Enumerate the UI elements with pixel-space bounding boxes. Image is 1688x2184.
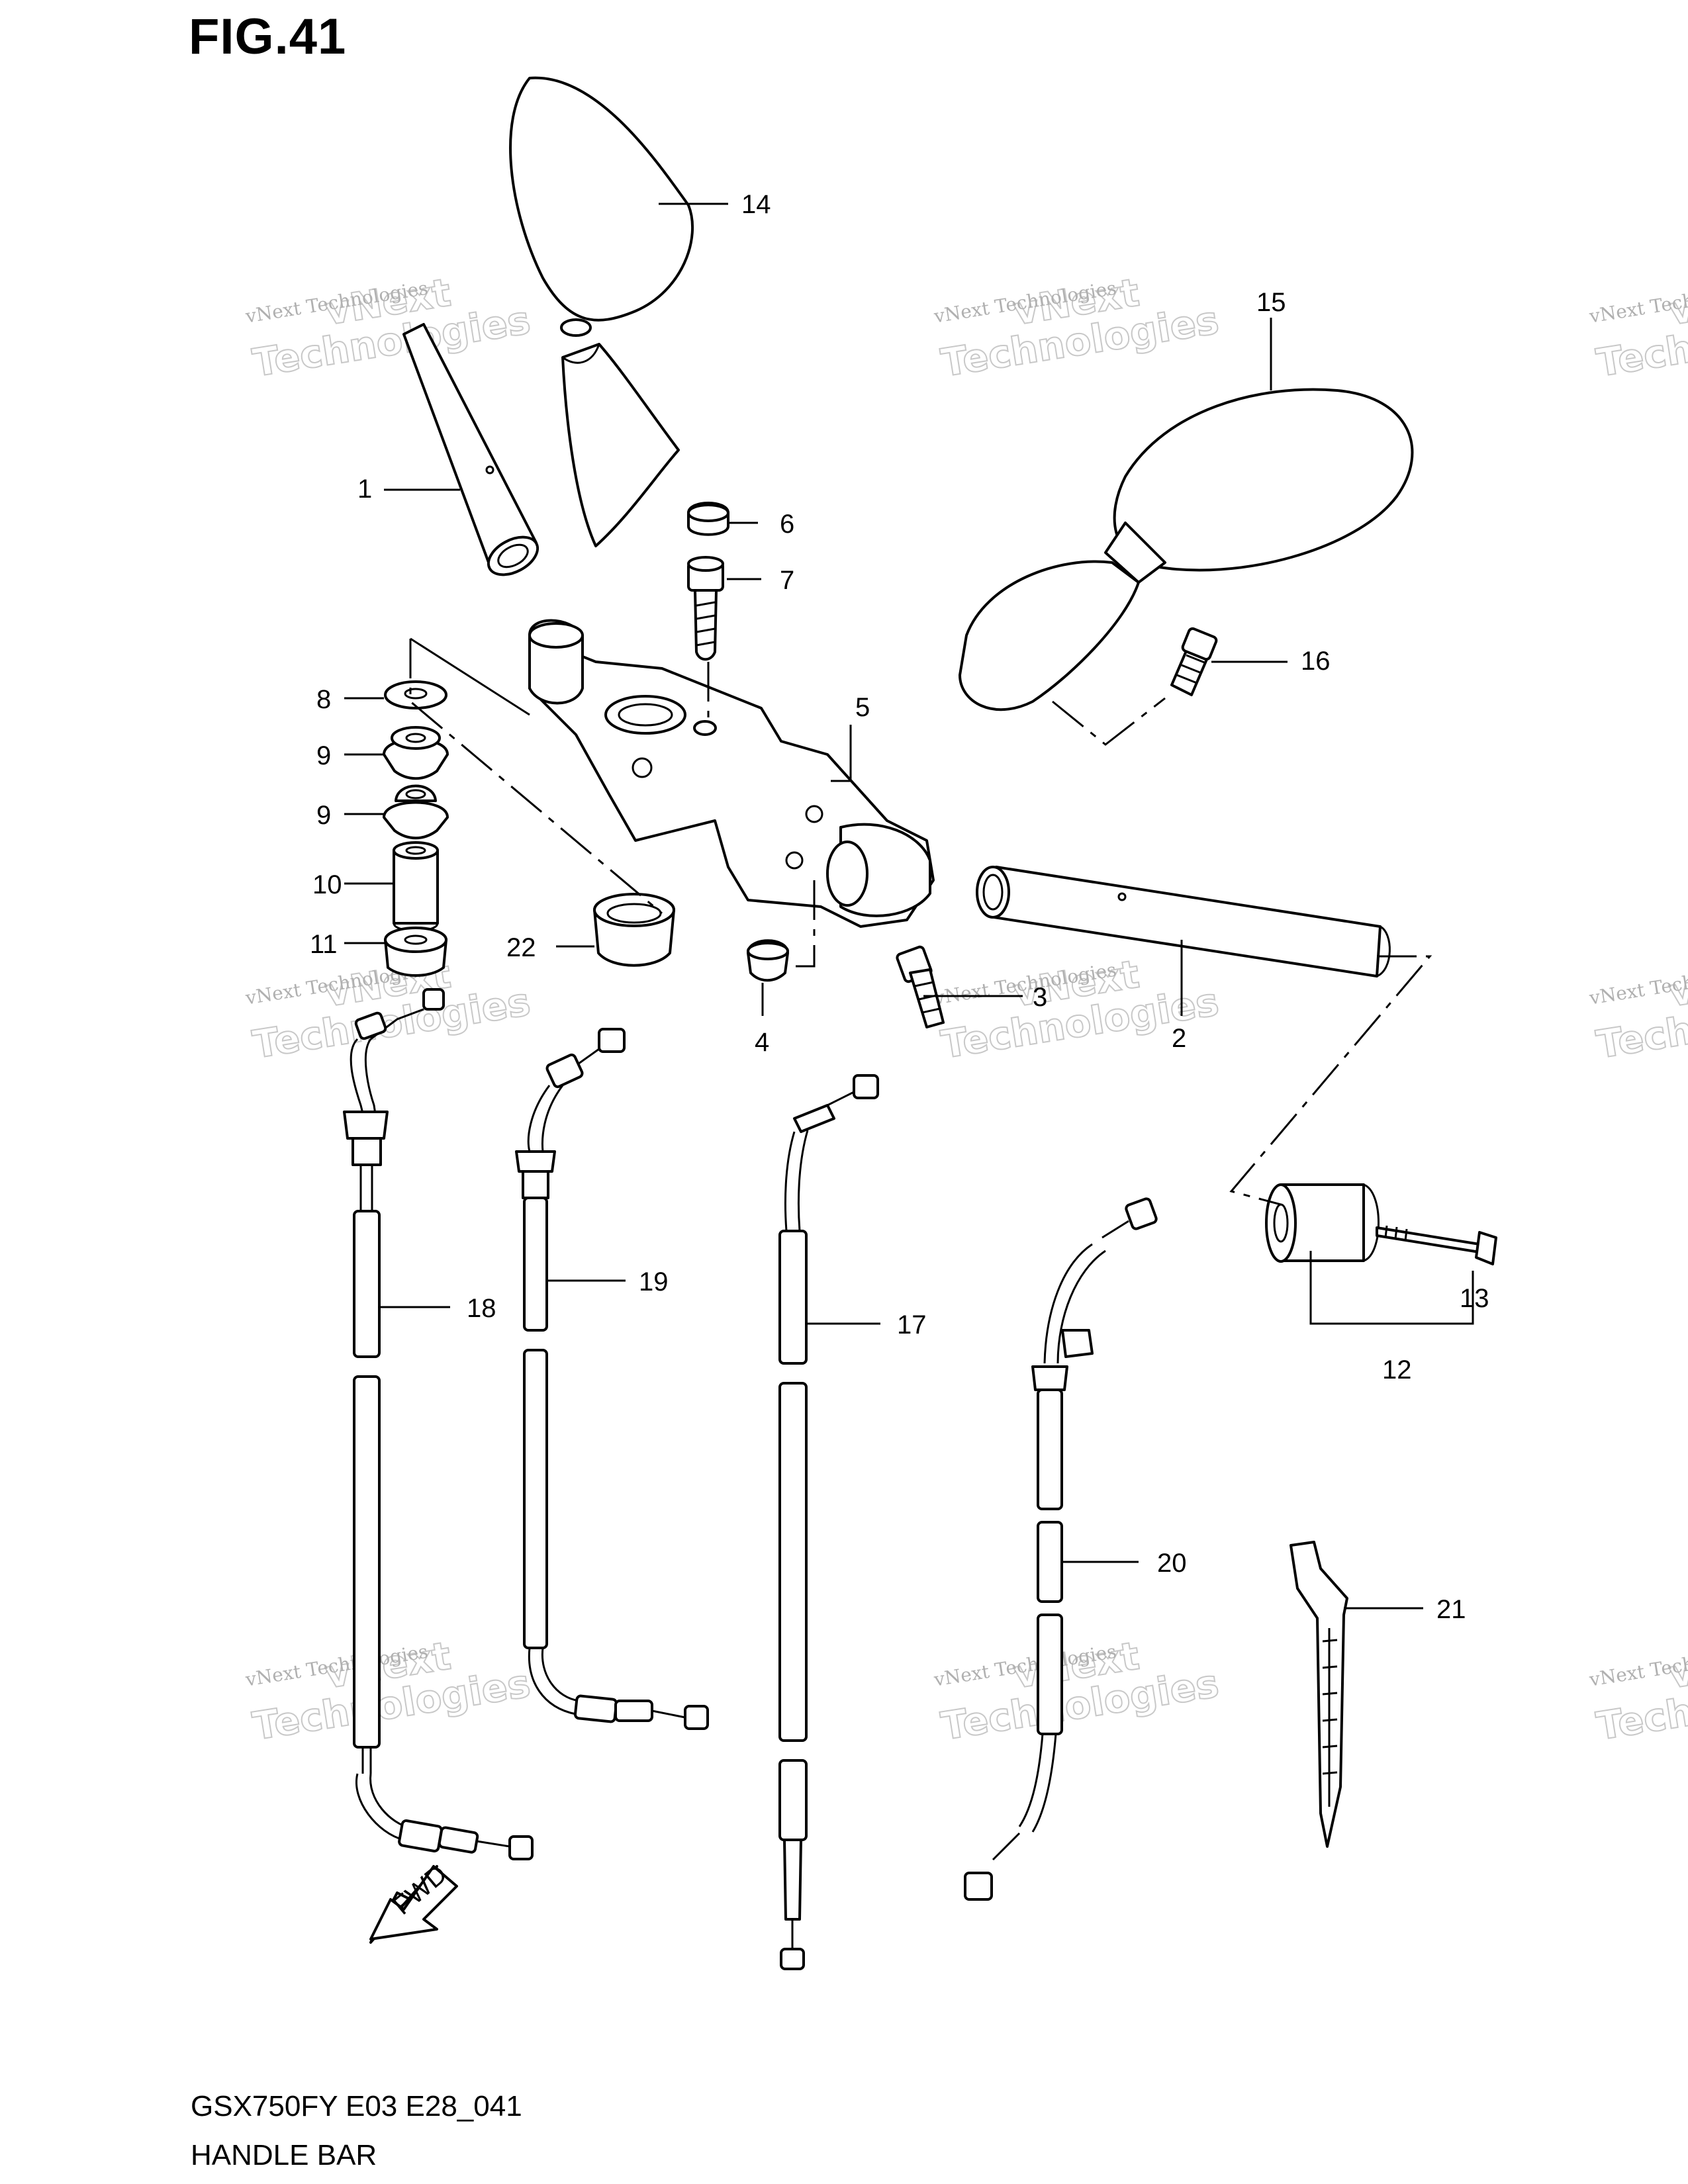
callout-12: 12: [1382, 1355, 1412, 1385]
callout-19: 19: [639, 1267, 669, 1297]
section-name: HANDLE BAR: [191, 2139, 377, 2171]
cap-6: [687, 502, 729, 536]
callout-1: 1: [357, 475, 372, 504]
callout-9-upper: 9: [316, 741, 331, 770]
bolt-16: [1170, 627, 1218, 696]
callout-20: 20: [1157, 1549, 1187, 1578]
washer-8: [384, 680, 447, 709]
callout-22: 22: [506, 933, 536, 962]
callout-7: 7: [780, 566, 794, 595]
handlebar-left: [402, 323, 539, 576]
callout-14: 14: [741, 190, 771, 219]
cap-4: [747, 939, 789, 982]
callout-16: 16: [1301, 647, 1331, 676]
watermark: Technologies vNext vNext Technologies: [1587, 269, 1688, 387]
callout-5: 5: [855, 693, 870, 722]
handlebar-holder: [528, 619, 935, 928]
forward-arrow: FWD: [369, 1860, 458, 1944]
grommet-22: [593, 893, 675, 967]
balancer-set-12: [1265, 1183, 1380, 1263]
callouts: 14 1 15 6 7 16 5 8 9 9 10 11 22 4 3 2 13…: [310, 190, 1489, 1624]
callout-15: 15: [1256, 288, 1286, 317]
watermark: Technologies vNext vNext Technologies: [932, 269, 1223, 387]
guide-lines: [409, 637, 1432, 1206]
model-code: GSX750FY E03 E28_041: [191, 2090, 522, 2122]
cushion-9-upper: [383, 726, 449, 780]
bolt-3: [896, 945, 945, 1028]
screw-13: [1376, 1225, 1497, 1265]
figure-title: FIG.41: [189, 9, 347, 65]
callout-13: 13: [1460, 1284, 1489, 1313]
bolt-7: [687, 556, 724, 661]
mirror-left: [509, 76, 694, 547]
handlebar-right: [976, 866, 1391, 978]
callout-10: 10: [312, 870, 342, 899]
callout-2: 2: [1172, 1024, 1186, 1053]
cable-17: [778, 1074, 879, 1970]
callout-17: 17: [897, 1310, 927, 1340]
callout-8: 8: [316, 685, 331, 714]
watermark: Technologies vNext vNext Technologies: [1587, 951, 1688, 1068]
mirror-right: [959, 388, 1414, 711]
nut-11: [384, 927, 447, 977]
callout-21: 21: [1436, 1595, 1466, 1624]
watermark: Technologies vNext vNext Technologies: [1587, 1633, 1688, 1750]
leader-lines: [344, 203, 1474, 1610]
clamp-21: [1289, 1541, 1348, 1848]
callout-9-lower: 9: [316, 801, 331, 830]
watermark: Technologies vNext vNext Technologies: [932, 1633, 1223, 1750]
watermark: Technologies vNext vNext Technologies: [244, 269, 534, 387]
callout-4: 4: [755, 1028, 769, 1057]
callout-11: 11: [310, 930, 338, 959]
watermark: Technologies vNext vNext Technologies: [244, 1633, 534, 1750]
callout-3: 3: [1033, 983, 1047, 1012]
cushion-9-lower: [383, 784, 449, 840]
cable-18: [343, 988, 534, 1860]
callout-18: 18: [467, 1294, 496, 1323]
cable-20: [964, 1197, 1158, 1901]
cable-19: [515, 1028, 709, 1730]
spacer-10: [393, 841, 439, 932]
callout-6: 6: [780, 510, 794, 539]
